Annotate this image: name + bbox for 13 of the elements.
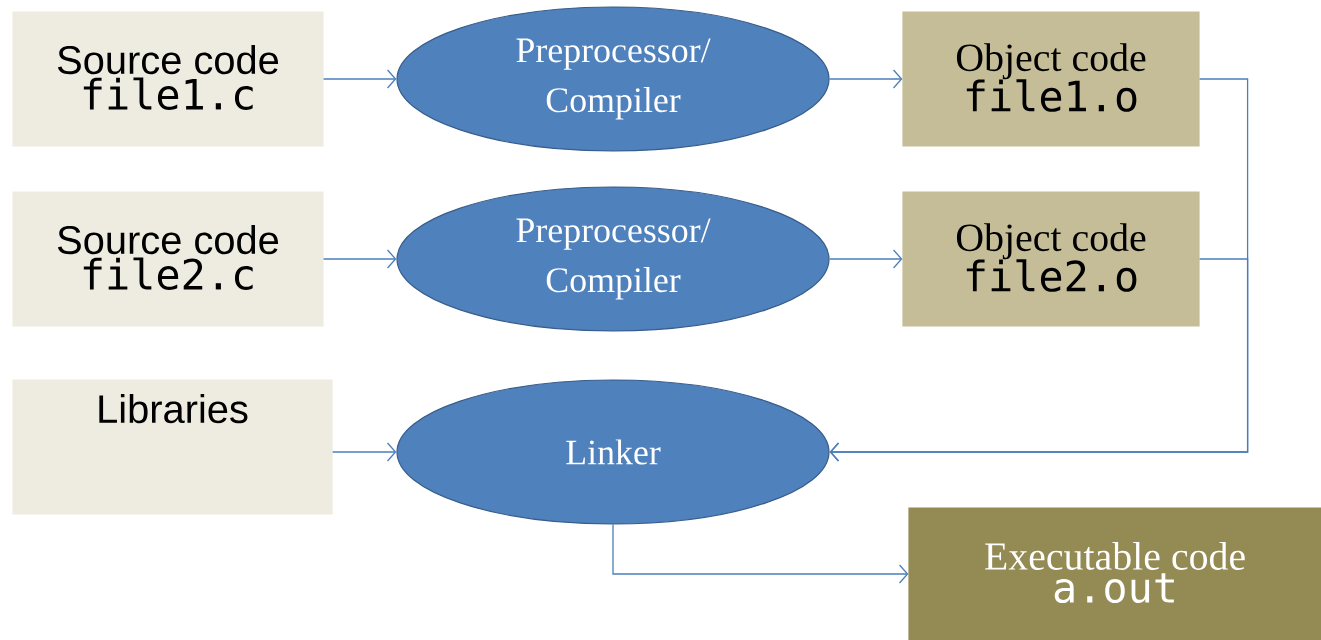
object-box: Object code file2.o xyxy=(902,191,1200,327)
arrow xyxy=(828,69,903,89)
source-box: Source code file1.c xyxy=(12,11,324,147)
object-box: Object code file1.o xyxy=(902,11,1200,147)
library-box: Libraries xyxy=(12,379,333,515)
arrow xyxy=(331,442,397,462)
arrow xyxy=(322,249,397,269)
arrow xyxy=(612,523,909,584)
arrow xyxy=(829,258,1249,462)
executable-box: Executable code a.out xyxy=(908,507,1321,640)
arrow xyxy=(828,249,903,269)
arrow xyxy=(322,69,397,89)
source-box: Source code file2.c xyxy=(12,191,324,327)
